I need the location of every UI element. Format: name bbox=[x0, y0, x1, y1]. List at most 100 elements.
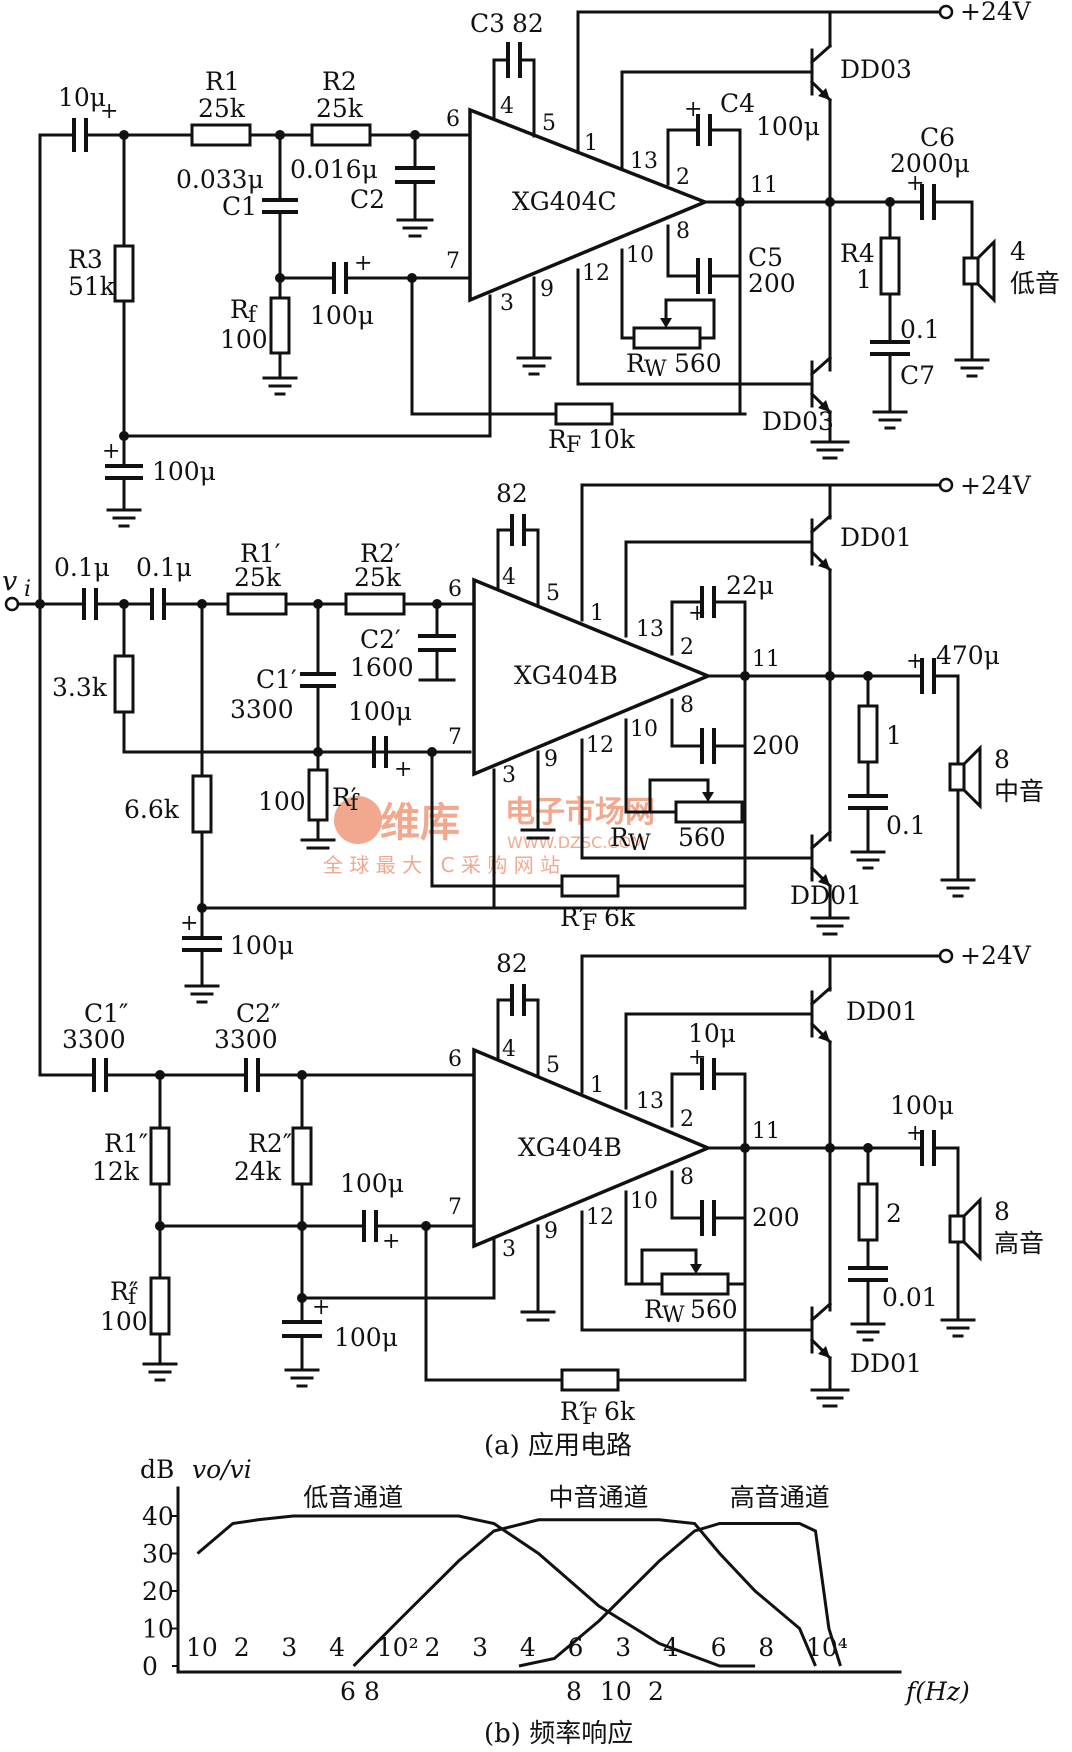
svg-text:DD01: DD01 bbox=[840, 523, 912, 552]
y-unit-label: dB bbox=[140, 1455, 174, 1484]
series-labels: 低音通道中音通道高音通道 bbox=[303, 1483, 830, 1512]
svg-text:1: 1 bbox=[590, 601, 604, 626]
svg-text:13: 13 bbox=[636, 1089, 664, 1114]
svg-text:22μ: 22μ bbox=[726, 571, 774, 600]
x-tick-label: 3 bbox=[281, 1633, 297, 1662]
svg-text:24k: 24k bbox=[234, 1157, 282, 1186]
y-tick-label: 10 bbox=[142, 1615, 174, 1644]
svg-text:+: + bbox=[100, 99, 118, 124]
svg-text:2000μ: 2000μ bbox=[890, 149, 970, 178]
svg-text:11: 11 bbox=[752, 647, 780, 672]
y-tick-label: 0 bbox=[142, 1652, 158, 1681]
bass-speaker-label: 低音 bbox=[1010, 269, 1060, 298]
x-tick-label: 4 bbox=[520, 1633, 536, 1662]
svg-text:82: 82 bbox=[496, 479, 528, 508]
svg-text:8: 8 bbox=[680, 1165, 694, 1190]
svg-text:C6: C6 bbox=[920, 123, 955, 152]
svg-text:0.1: 0.1 bbox=[886, 811, 926, 840]
svg-text:1: 1 bbox=[584, 131, 598, 156]
svg-text:3.3k: 3.3k bbox=[52, 673, 108, 702]
svg-text:7: 7 bbox=[448, 1195, 462, 1220]
svg-text:f: f bbox=[248, 303, 258, 328]
svg-text:0.1: 0.1 bbox=[900, 315, 940, 344]
svg-text:7: 7 bbox=[446, 249, 460, 274]
svg-text:R′: R′ bbox=[560, 903, 585, 932]
series-line-2 bbox=[518, 1522, 842, 1668]
svg-text:100: 100 bbox=[220, 325, 268, 354]
x-tick-label: 8 bbox=[364, 1677, 380, 1706]
svg-text:C2: C2 bbox=[350, 185, 385, 214]
svg-text:25k: 25k bbox=[198, 94, 246, 123]
ic-label: XG404C bbox=[512, 187, 617, 216]
svg-text:0.016μ: 0.016μ bbox=[290, 155, 378, 184]
svg-text:+: + bbox=[312, 1295, 330, 1320]
series-label-1: 中音通道 bbox=[548, 1483, 648, 1512]
svg-text:2: 2 bbox=[680, 635, 694, 660]
x-tick-label: 6 bbox=[711, 1633, 727, 1662]
input-label: v bbox=[2, 566, 17, 597]
x-tick-label: 6 bbox=[568, 1633, 584, 1662]
series-line-1 bbox=[352, 1518, 817, 1668]
svg-text:8: 8 bbox=[676, 219, 690, 244]
svg-text:1600: 1600 bbox=[350, 653, 414, 682]
svg-text:4: 4 bbox=[500, 94, 514, 119]
svg-text:6k: 6k bbox=[604, 903, 636, 932]
svg-text:0.1μ: 0.1μ bbox=[54, 553, 110, 582]
svg-text:13: 13 bbox=[630, 149, 658, 174]
treble-channel: C1″ 3300 C2″ 3300 R1″ 12k R″ f 100 R2″ 2… bbox=[38, 941, 1044, 1430]
svg-text:+24V: +24V bbox=[960, 471, 1032, 500]
bass-channel: + 10μ R1 25k R2 25k 0.016μ C2 0.033μ C1 bbox=[38, 0, 1060, 528]
svg-text:9: 9 bbox=[540, 277, 554, 302]
treble-speaker-icon bbox=[948, 1214, 966, 1244]
svg-text:4: 4 bbox=[502, 1037, 516, 1062]
y-tick-label: 30 bbox=[142, 1540, 174, 1569]
svg-text:3: 3 bbox=[502, 1237, 516, 1262]
x-axis-label: f(Hz) bbox=[904, 1677, 970, 1706]
svg-text:10μ: 10μ bbox=[688, 1019, 736, 1048]
svg-text:100: 100 bbox=[100, 1307, 148, 1336]
svg-text:+: + bbox=[394, 757, 412, 782]
svg-text:F: F bbox=[582, 1405, 597, 1430]
svg-text:+: + bbox=[102, 439, 120, 464]
svg-text:2: 2 bbox=[886, 1199, 902, 1228]
svg-text:10: 10 bbox=[630, 717, 658, 742]
svg-text:R2: R2 bbox=[322, 67, 357, 96]
svg-text:C1: C1 bbox=[222, 192, 257, 221]
y-axis-label: vo/vi bbox=[192, 1455, 252, 1484]
mid-speaker-label: 中音 bbox=[994, 777, 1044, 806]
x-tick-label: 10² bbox=[377, 1633, 419, 1662]
svg-text:5: 5 bbox=[542, 111, 556, 136]
svg-text:82: 82 bbox=[496, 949, 528, 978]
svg-text:3: 3 bbox=[500, 291, 514, 316]
svg-text:C1″: C1″ bbox=[84, 999, 128, 1028]
watermark: 维库 电子市场网 WWW.DZSC.COM 全 球 最 大 I C 采 购 网 … bbox=[323, 795, 655, 877]
x-tick-label: 8 bbox=[566, 1677, 582, 1706]
svg-text:200: 200 bbox=[752, 731, 800, 760]
svg-text:100: 100 bbox=[258, 787, 306, 816]
svg-text:0.01: 0.01 bbox=[882, 1283, 938, 1312]
svg-text:W: W bbox=[628, 831, 651, 856]
series-label-0: 低音通道 bbox=[303, 1483, 403, 1512]
svg-text:F: F bbox=[566, 433, 581, 458]
svg-text:100μ: 100μ bbox=[348, 697, 412, 726]
svg-text:W: W bbox=[644, 357, 667, 382]
svg-text:R: R bbox=[548, 425, 568, 454]
svg-text:1: 1 bbox=[856, 265, 872, 294]
svg-text:i: i bbox=[24, 577, 31, 602]
svg-text:W: W bbox=[662, 1303, 685, 1328]
svg-text:R1: R1 bbox=[205, 67, 240, 96]
svg-text:+: + bbox=[906, 171, 924, 196]
svg-text:6k: 6k bbox=[604, 1397, 636, 1426]
x-tick-label: 2 bbox=[234, 1633, 250, 1662]
supply-label: +24V bbox=[960, 0, 1032, 26]
svg-text:12: 12 bbox=[586, 1205, 614, 1230]
mid-channel: 0.1μ 0.1μ 3.3k 6.6k + 100μ R1′ 25k R2′ 2… bbox=[38, 471, 1044, 1004]
svg-text:2: 2 bbox=[676, 165, 690, 190]
svg-text:0.033μ: 0.033μ bbox=[176, 165, 264, 194]
svg-text:100μ: 100μ bbox=[334, 1323, 398, 1352]
svg-text:+: + bbox=[688, 601, 706, 626]
svg-text:C7: C7 bbox=[900, 361, 935, 390]
caption-b: (b) 频率响应 bbox=[484, 1719, 633, 1749]
svg-text:R2′: R2′ bbox=[360, 539, 401, 568]
